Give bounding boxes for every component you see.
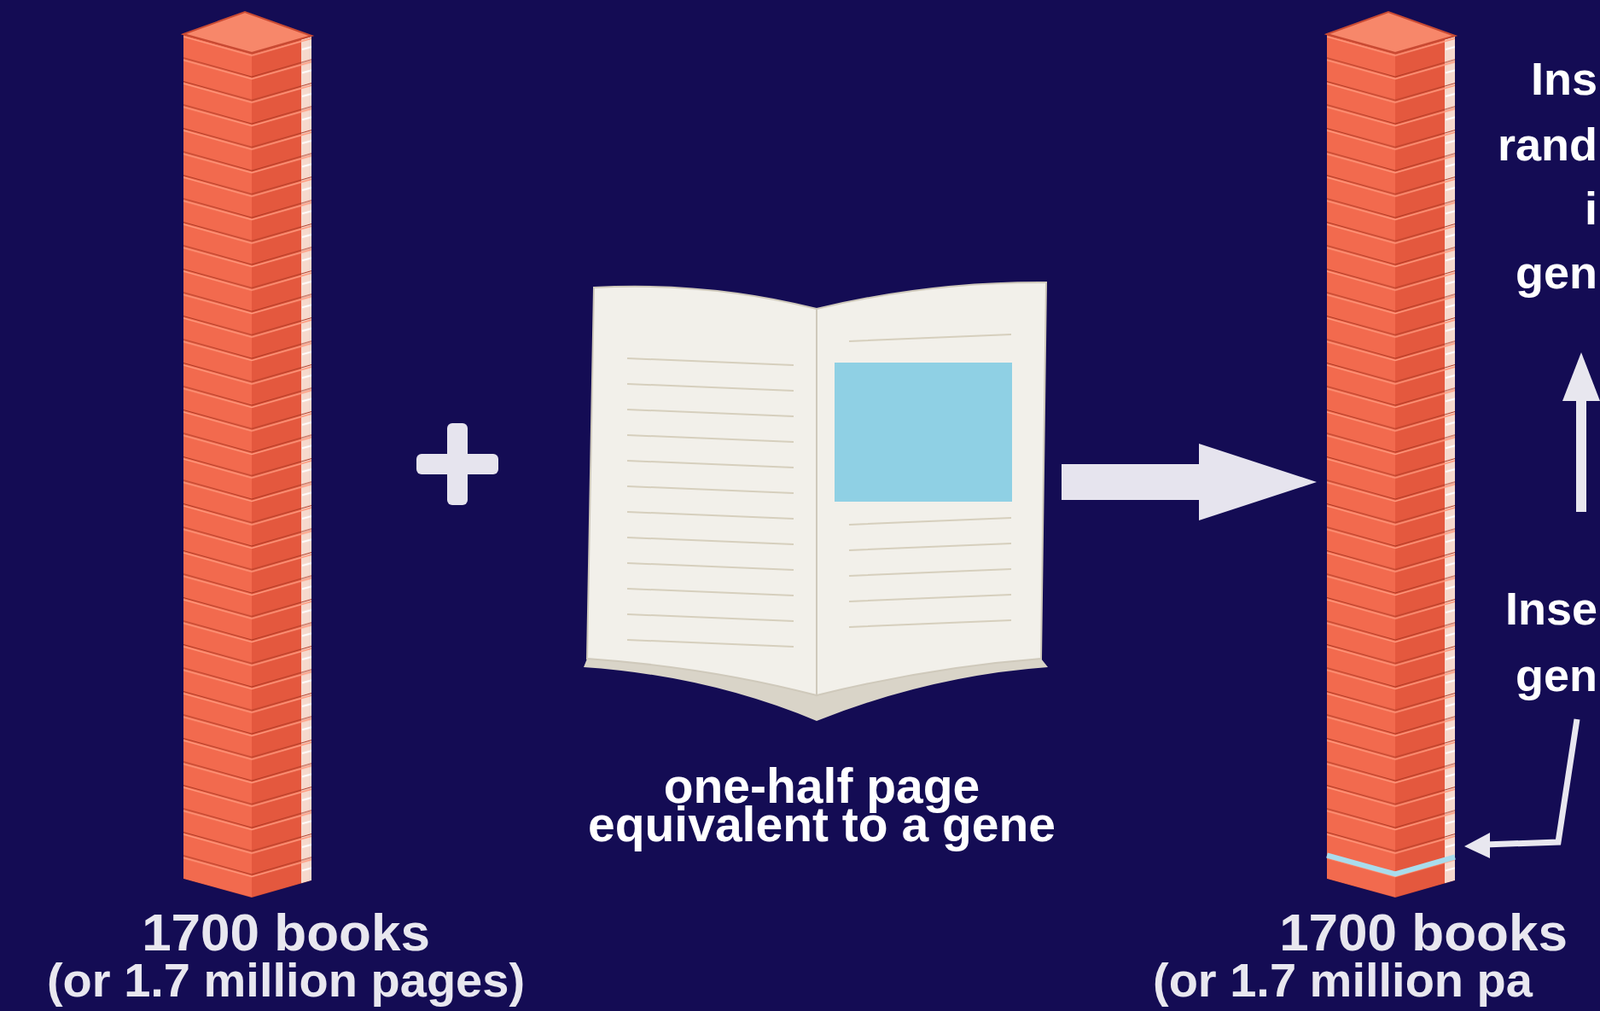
callout-text: i <box>1584 185 1598 232</box>
flow-arrow <box>1061 443 1317 521</box>
caption-line: (or 1.7 million pages) <box>46 956 525 1005</box>
caption-line: equivalent to a gene <box>587 800 1056 850</box>
open-book-node: one-half pageequivalent to a gene <box>583 283 1050 720</box>
callout-text: rand <box>1497 121 1598 168</box>
caption-heading: 1700 books <box>141 906 431 960</box>
gene-highlight <box>834 362 1013 502</box>
book-stack-node: 1700 books(or 1.7 million pa <box>1326 10 1455 898</box>
caption-heading: 1700 books <box>1279 906 1568 960</box>
book-stack-node: 1700 books(or 1.7 million pages) <box>183 10 312 898</box>
leader-arrow <box>1464 719 1577 859</box>
book-stack <box>1326 11 1455 898</box>
book-stack <box>183 11 312 898</box>
inserted-gene-mark <box>1326 855 1455 875</box>
callout-text: gen <box>1515 249 1598 296</box>
up-arrow <box>1562 352 1600 512</box>
callout-text: Inse <box>1505 585 1598 632</box>
callout-text: gen <box>1515 651 1598 699</box>
plus-sign <box>416 423 499 506</box>
callout-text: Ins <box>1530 55 1598 102</box>
caption-line: (or 1.7 million pa <box>1152 956 1533 1005</box>
open-book <box>583 282 1048 722</box>
